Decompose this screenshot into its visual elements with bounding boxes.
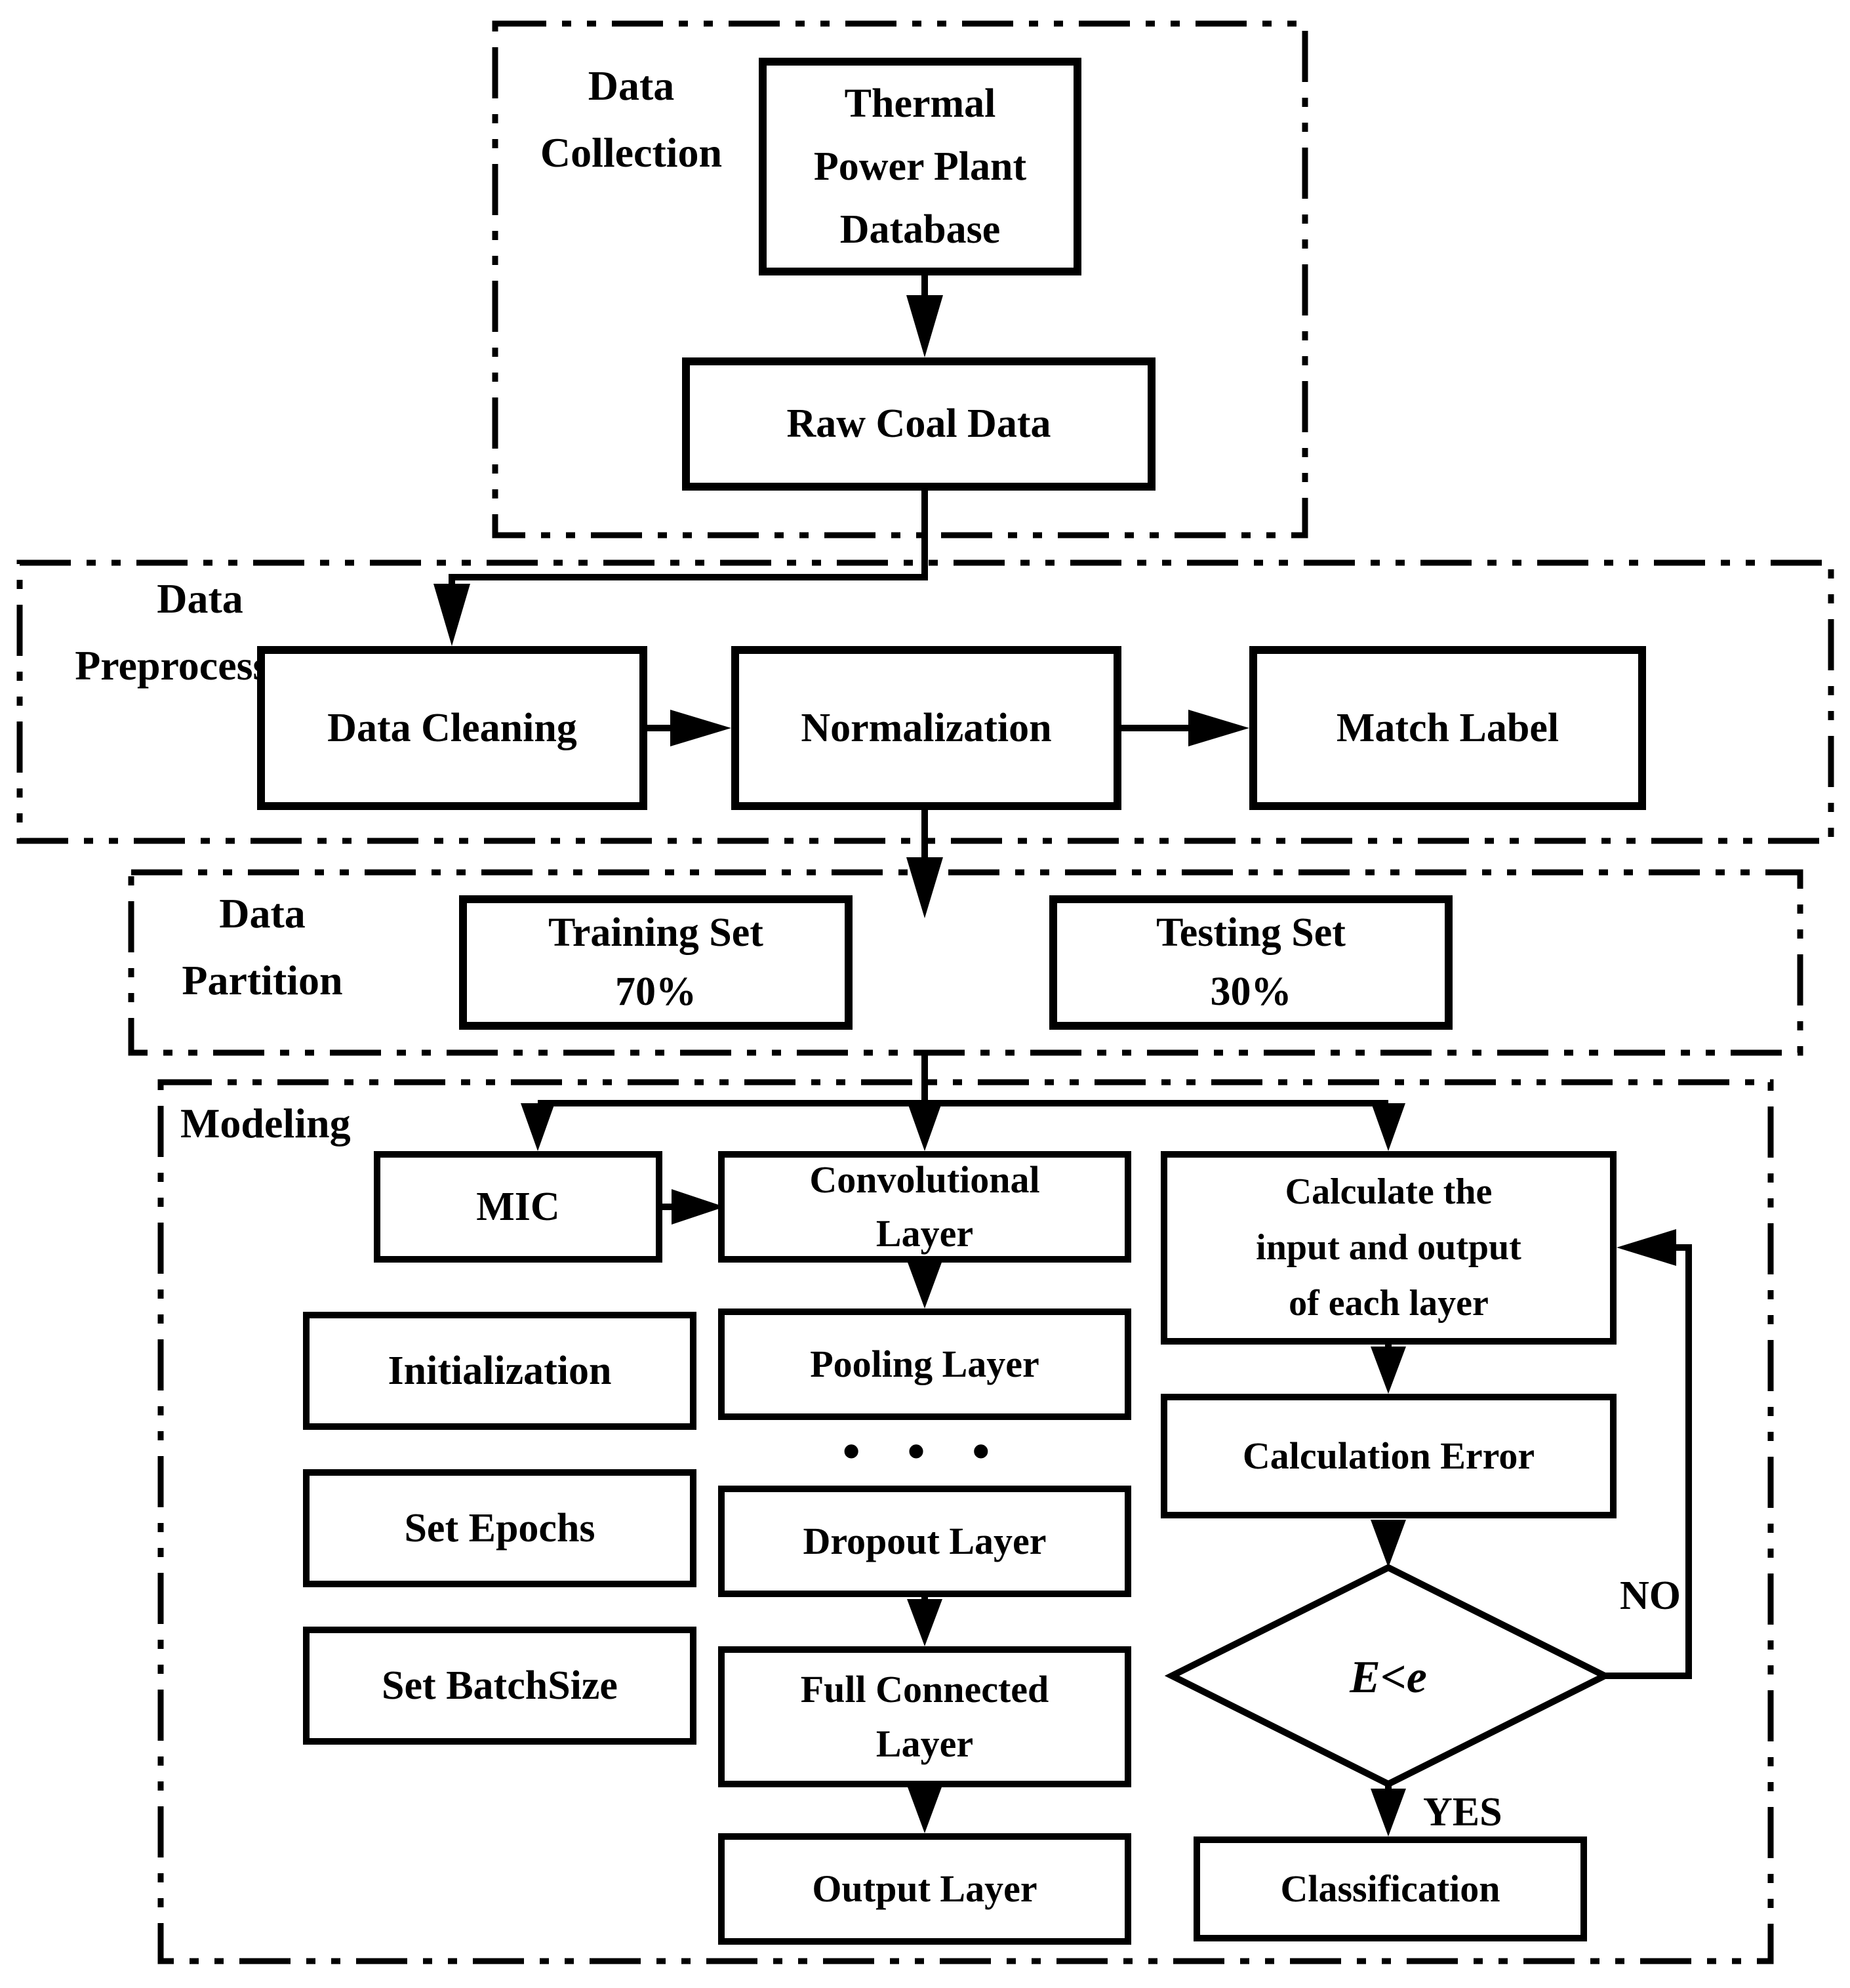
arrowhead-no-loop-to-calc — [1617, 1229, 1676, 1266]
normalization-label: Normalization — [801, 705, 1052, 750]
arrowhead-mic-to-conv — [672, 1189, 725, 1225]
arrowhead-branch-to-mic — [521, 1103, 555, 1151]
arrowhead-rawcoal-to-cleaning — [433, 584, 470, 646]
match-label-box: Match Label — [1249, 646, 1646, 810]
classification-box: Classification — [1194, 1836, 1587, 1941]
no-branch-label: NO — [1620, 1573, 1681, 1618]
data-cleaning-box: Data Cleaning — [257, 646, 647, 810]
section-border-data-partition — [128, 869, 1803, 1056]
calculate-io-label: Calculate the input and output of each l… — [1256, 1171, 1521, 1324]
section-label-data-collection: Data Collection — [540, 62, 723, 176]
pooling-layer-label: Pooling Layer — [810, 1342, 1039, 1385]
data-cleaning-label: Data Cleaning — [327, 705, 577, 750]
initialization-box: Initialization — [303, 1312, 696, 1430]
decision-condition-label: E<e — [1350, 1652, 1427, 1703]
section-border-data-collection — [492, 20, 1308, 538]
testing-set-box: Testing Set 30% — [1049, 895, 1453, 1030]
set-epochs-box: Set Epochs — [303, 1469, 696, 1587]
classification-label: Classification — [1280, 1867, 1500, 1910]
calculation-error-box: Calculation Error — [1161, 1394, 1617, 1518]
section-label-modeling: Modeling — [180, 1100, 351, 1146]
set-batchsize-label: Set BatchSize — [382, 1663, 618, 1708]
raw-coal-data-label: Raw Coal Data — [786, 401, 1051, 447]
raw-coal-data-box: Raw Coal Data — [682, 357, 1156, 491]
set-epochs-label: Set Epochs — [404, 1505, 595, 1551]
arrowhead-preprocessing-to-partition — [906, 857, 943, 918]
normalization-box: Normalization — [731, 646, 1121, 810]
thermal-power-plant-database-box: Thermal Power Plant Database — [759, 58, 1081, 275]
arrowhead-fullconn-to-output — [907, 1785, 942, 1833]
convolutional-layer-label: Convolutional Layer — [809, 1158, 1040, 1255]
arrowhead-database-to-rawcoal — [906, 295, 943, 357]
mic-label: MIC — [476, 1184, 560, 1229]
decision-diamond — [1164, 1564, 1613, 1788]
calculate-io-box: Calculate the input and output of each l… — [1161, 1151, 1617, 1345]
arrowhead-conv-to-pooling — [907, 1261, 942, 1308]
arrowhead-error-to-diamond — [1371, 1520, 1406, 1568]
arrowhead-branch-to-calc — [1371, 1103, 1405, 1151]
section-border-modeling — [157, 1079, 1774, 1964]
testing-set-label: Testing Set 30% — [1156, 910, 1346, 1014]
set-batchsize-box: Set BatchSize — [303, 1627, 696, 1745]
calculation-error-label: Calculation Error — [1242, 1434, 1535, 1477]
line-no-loop — [1605, 1244, 1692, 1679]
mic-box: MIC — [374, 1151, 662, 1263]
hidden-layers-ellipsis: • • • — [842, 1423, 1007, 1480]
output-layer-box: Output Layer — [718, 1833, 1131, 1945]
match-label-label: Match Label — [1336, 705, 1559, 750]
section-label-data-partition: Data Partition — [182, 890, 343, 1004]
arrowhead-calc-to-error — [1371, 1347, 1406, 1394]
dropout-layer-box: Dropout Layer — [718, 1486, 1131, 1597]
initialization-label: Initialization — [388, 1348, 612, 1393]
output-layer-label: Output Layer — [812, 1867, 1037, 1910]
thermal-power-plant-database-label: Thermal Power Plant Database — [813, 81, 1027, 253]
line-rawcoal-to-cleaning — [449, 491, 928, 592]
pooling-layer-box: Pooling Layer — [718, 1308, 1131, 1420]
full-connected-layer-label: Full Connected Layer — [800, 1668, 1049, 1765]
training-set-label: Training Set 70% — [548, 910, 763, 1014]
arrowhead-branch-to-conv — [908, 1103, 942, 1151]
convolutional-layer-box: Convolutional Layer — [718, 1151, 1131, 1263]
full-connected-layer-box: Full Connected Layer — [718, 1646, 1131, 1787]
arrowhead-dropout-to-fullconn — [907, 1599, 942, 1646]
arrowhead-cleaning-to-normalization — [670, 710, 731, 746]
yes-branch-label: YES — [1423, 1790, 1502, 1835]
dropout-layer-label: Dropout Layer — [803, 1519, 1047, 1562]
arrowhead-diamond-to-classification — [1371, 1789, 1406, 1836]
arrowhead-normalization-to-matchlabel — [1188, 710, 1249, 746]
training-set-box: Training Set 70% — [459, 895, 853, 1030]
section-border-data-preprocessing — [16, 559, 1834, 844]
